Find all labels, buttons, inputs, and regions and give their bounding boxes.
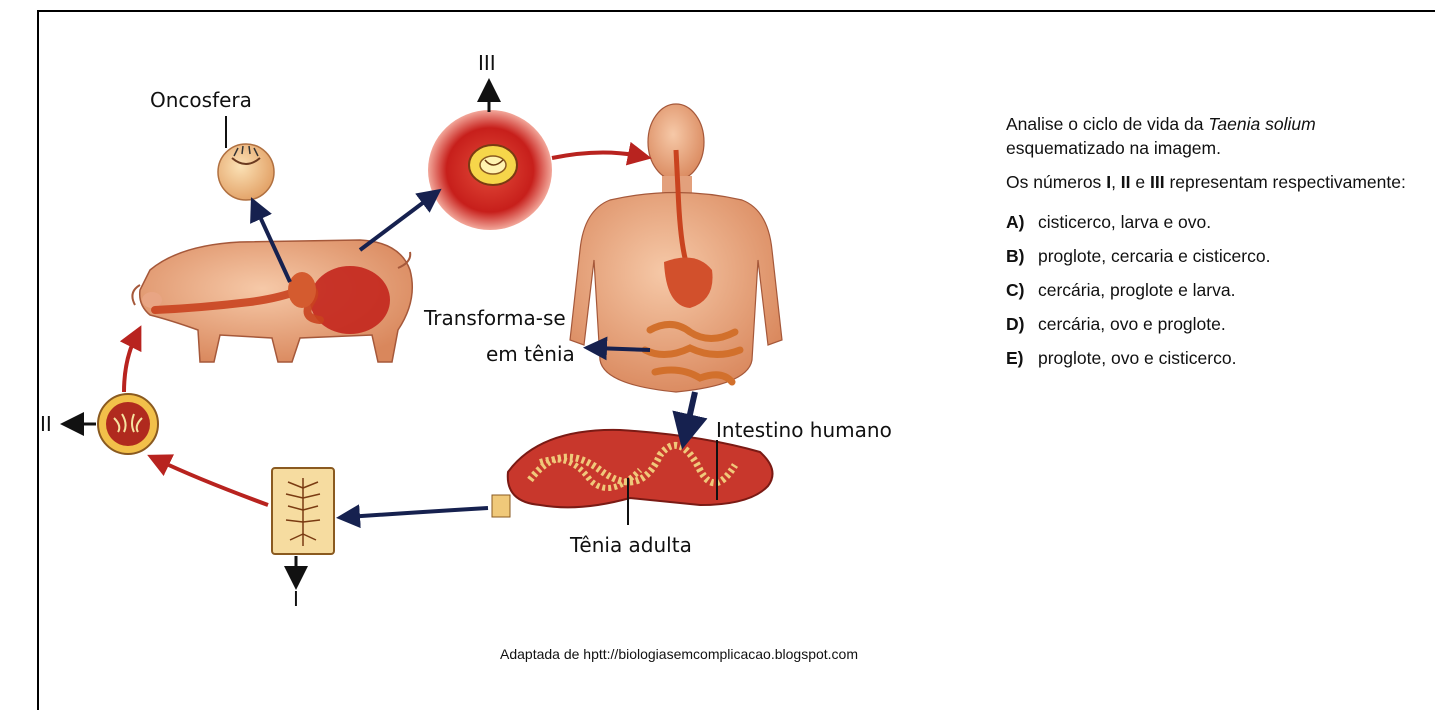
intestine-illustration [492,430,773,517]
intro-prefix: Analise o ciclo de vida da [1006,114,1208,134]
proglottid-segment [272,468,334,554]
option-letter: B) [1006,244,1038,268]
stem-part2: representam respectivamente: [1165,172,1406,192]
transforma-label-line2: em tênia [486,342,575,366]
arrow-egg-to-pig [124,336,136,392]
species-name: Taenia solium [1208,114,1315,134]
arrow-intestine-to-proglottid [348,508,488,517]
cysticercus-tissue [428,110,552,230]
life-cycle-diagram: Oncosfera III In [0,0,1000,675]
option-b[interactable]: B)proglote, cercaria e cisticerco. [1006,244,1434,268]
option-text: cisticerco, larva e ovo. [1038,212,1211,232]
option-letter: D) [1006,312,1038,336]
label-I: I [293,587,299,611]
option-letter: C) [1006,278,1038,302]
intestino-label: Intestino humano [716,418,892,442]
stem-part1: Os números [1006,172,1106,192]
option-text: proglote, cercaria e cisticerco. [1038,246,1270,266]
oncosfera-label: Oncosfera [150,88,252,112]
option-letter: A) [1006,210,1038,234]
option-e[interactable]: E)proglote, ovo e cisticerco. [1006,346,1434,370]
option-a[interactable]: A)cisticerco, larva e ovo. [1006,210,1434,234]
option-c[interactable]: C)cercária, proglote e larva. [1006,278,1434,302]
arrow-human-to-intestine [686,392,695,432]
option-text: cercária, proglote e larva. [1038,280,1235,300]
numeral-II: II [1121,172,1131,192]
oncosphere-egg [218,144,274,200]
question-intro: Analise o ciclo de vida da Taenia solium… [1006,112,1434,160]
tenia-adulta-label: Tênia adulta [569,533,692,557]
arrow-human-to-label [595,348,650,350]
question-panel: Analise o ciclo de vida da Taenia solium… [1006,112,1434,380]
stem-sep2: e [1131,172,1150,192]
option-d[interactable]: D)cercária, ovo e proglote. [1006,312,1434,336]
intro-suffix: esquematizado na imagem. [1006,138,1221,158]
arrow-proglottid-to-egg [158,460,268,505]
question-stem: Os números I, II e III representam respe… [1006,170,1434,194]
option-text: cercária, ovo e proglote. [1038,314,1226,334]
image-credit: Adaptada de hptt://biologiasemcomplicaca… [500,646,858,662]
label-II: II [40,412,52,436]
transforma-label-line1: Transforma-se [423,306,566,330]
numeral-III: III [1150,172,1165,192]
label-III: III [478,51,496,75]
pig-illustration [132,240,412,362]
stem-sep1: , [1111,172,1121,192]
arrow-pig-to-cysticercus [360,196,432,250]
option-text: proglote, ovo e cisticerco. [1038,348,1236,368]
arrow-cysticercus-to-human [552,152,640,158]
egg-embryophore [98,394,158,454]
option-letter: E) [1006,346,1038,370]
